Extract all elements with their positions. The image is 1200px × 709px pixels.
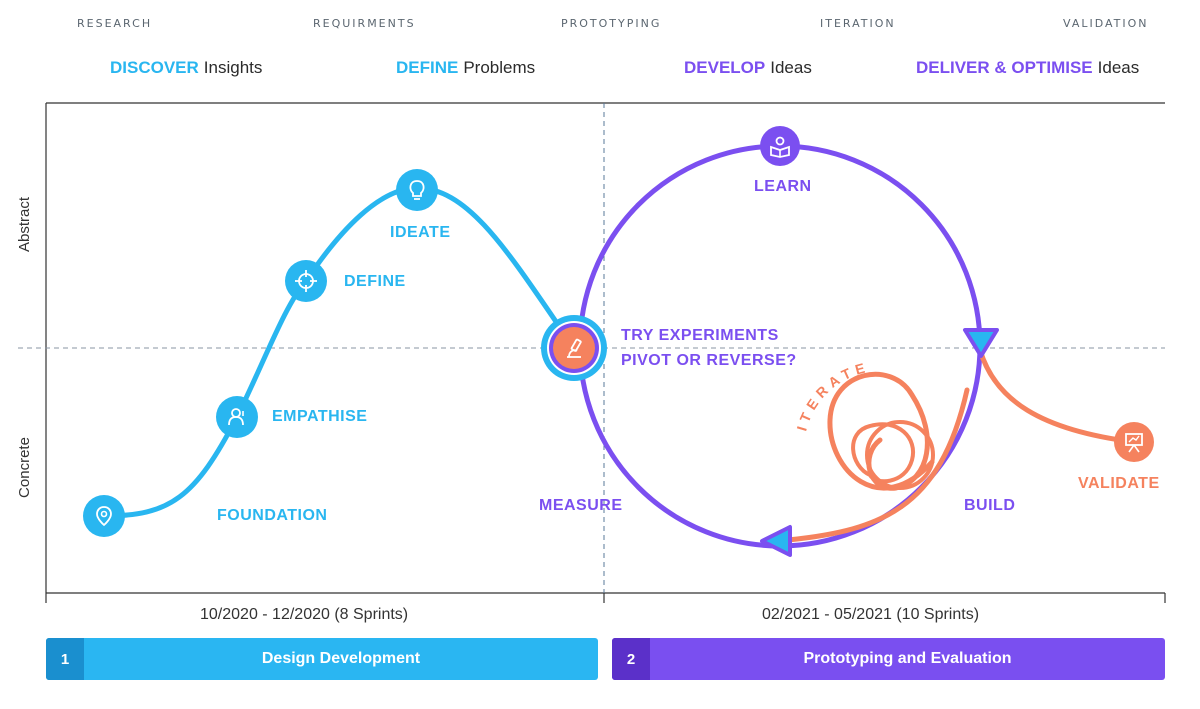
phase-develop-rest: Ideas <box>770 58 812 77</box>
validate-curve <box>977 347 1137 445</box>
experiment-node[interactable] <box>541 315 607 381</box>
iterate-small-circle <box>865 420 935 490</box>
iterate-inner-loop <box>851 422 916 484</box>
phase-deliver-key: DELIVER & OPTIMISE <box>916 58 1093 77</box>
book-reader-icon <box>770 136 790 158</box>
learn-label: LEARN <box>754 178 812 195</box>
phase-discover-key: DISCOVER <box>110 58 199 77</box>
empathise-label: EMPATHISE <box>272 408 368 425</box>
empathise-node[interactable] <box>216 396 258 438</box>
learn-node[interactable] <box>760 126 800 166</box>
build-label: BUILD <box>964 497 1016 514</box>
stage-label-validation: VALIDATION <box>1063 17 1149 30</box>
sprint-range-2: 02/2021 - 05/2021 (10 Sprints) <box>762 606 980 623</box>
arrow-down-build <box>963 328 999 358</box>
phase-deliver-rest: Ideas <box>1097 58 1140 77</box>
phase-discover-rest: Insights <box>203 58 263 77</box>
define-label: DEFINE <box>344 273 406 290</box>
define-node[interactable] <box>285 260 327 302</box>
phase-define-rest: Problems <box>463 58 536 77</box>
arrow-left-measure <box>760 525 792 557</box>
microscope-icon <box>567 338 582 358</box>
stage-label-requirements: REQUIRMENTS <box>313 17 416 30</box>
stage-label-iteration: ITERATION <box>820 17 896 30</box>
prototyping-evaluation-title: Prototyping and Evaluation <box>803 650 1012 667</box>
phase-develop-key: DEVELOP <box>684 58 766 77</box>
location-pin-icon <box>96 506 112 527</box>
phase-number-2: 2 <box>612 638 650 680</box>
foundation-label: FOUNDATION <box>217 507 328 524</box>
user-icon <box>228 408 244 426</box>
ideate-label: IDEATE <box>390 224 451 241</box>
presentation-icon <box>1125 433 1143 453</box>
lightbulb-icon <box>409 180 425 200</box>
sprint-range-1: 10/2020 - 12/2020 (8 Sprints) <box>200 606 409 623</box>
phase-number-1: 1 <box>46 638 84 680</box>
develop-loop <box>577 143 983 549</box>
stage-label-research: RESEARCH <box>77 17 153 30</box>
experiment-label-line2: PIVOT OR REVERSE? <box>621 352 797 369</box>
iterate-spiral <box>775 371 970 544</box>
validate-label: VALIDATE <box>1078 475 1160 492</box>
stage-label-prototyping: PROTOTYPING <box>561 17 662 30</box>
discovery-curve <box>101 185 577 519</box>
ideate-node[interactable] <box>396 169 438 211</box>
experiment-label-line1: TRY EXPERIMENTS <box>621 327 779 344</box>
prototyping-evaluation-bar: 2 Prototyping and Evaluation <box>612 638 1165 680</box>
phase-define-key: DEFINE <box>396 58 459 77</box>
design-development-title: Design Development <box>261 650 421 667</box>
validate-node[interactable] <box>1114 422 1154 462</box>
measure-label: MEASURE <box>539 497 623 514</box>
design-development-bar: 1 Design Development <box>46 638 598 680</box>
crosshair-icon <box>295 270 317 292</box>
foundation-node[interactable] <box>83 495 125 537</box>
